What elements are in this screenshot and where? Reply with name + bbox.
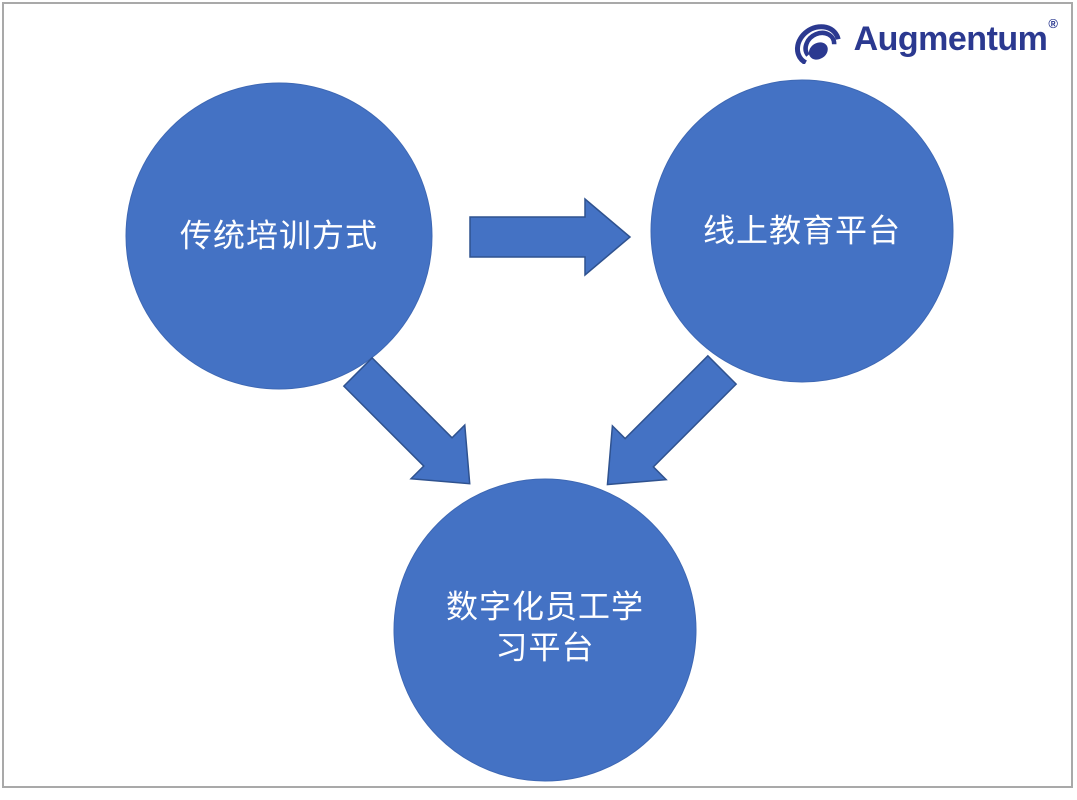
augmentum-swirl-icon <box>794 24 841 64</box>
node-label-traditional-training: 传统培训方式 <box>179 217 378 254</box>
node-circle-online-education-platform <box>650 79 954 383</box>
node-label-digital-learning-platform: 数字化员工学习平台 <box>445 588 644 665</box>
arrow-down-right-traditional-to-digital <box>342 356 471 485</box>
node-circle-digital-learning-platform <box>393 478 697 782</box>
logo-brand-text: Augmentum <box>853 20 1048 58</box>
arrow-right-traditional-to-online <box>469 197 632 277</box>
registered-trademark-symbol: ® <box>1048 16 1058 31</box>
arrow-down-left-online-to-digital <box>606 354 738 486</box>
logo: Augmentum ® <box>793 14 1058 64</box>
node-circle-traditional-training <box>125 82 433 390</box>
node-label-online-education-platform: 线上教育平台 <box>702 212 901 249</box>
